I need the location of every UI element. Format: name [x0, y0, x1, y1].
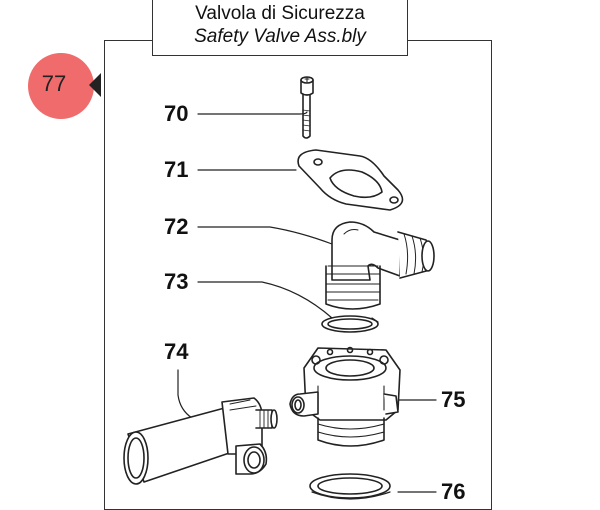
part-number-74: 74 [164, 339, 189, 364]
reference-badge[interactable]: 77 [28, 53, 94, 119]
badge-pointer-icon [89, 73, 101, 97]
part-number-73: 73 [164, 269, 189, 294]
leader-74 [177, 369, 193, 419]
part-75-valve-body[interactable] [289, 346, 401, 447]
leader-70 [197, 111, 308, 115]
part-number-71: 71 [164, 157, 189, 182]
part-number-75: 75 [441, 387, 466, 412]
title-english: Safety Valve Ass.bly [194, 26, 366, 47]
part-72-elbow-fitting[interactable] [325, 221, 435, 310]
part-73-o-ring[interactable] [321, 315, 379, 333]
leader-72 [197, 226, 333, 245]
title-box: Valvola di Sicurezza Safety Valve Ass.bl… [152, 0, 408, 56]
title-italian: Valvola di Sicurezza [195, 3, 365, 24]
part-70-screw[interactable] [300, 76, 314, 139]
reference-badge-label: 77 [41, 71, 67, 96]
part-76-lower-o-ring[interactable] [309, 473, 391, 500]
leader-73 [197, 281, 333, 319]
part-74-connector[interactable] [123, 397, 278, 485]
leader-lines [177, 111, 437, 493]
part-number-70: 70 [164, 101, 189, 126]
part-number-72: 72 [164, 214, 189, 239]
part-71-gasket[interactable] [297, 149, 404, 211]
part-number-76: 76 [441, 479, 466, 504]
